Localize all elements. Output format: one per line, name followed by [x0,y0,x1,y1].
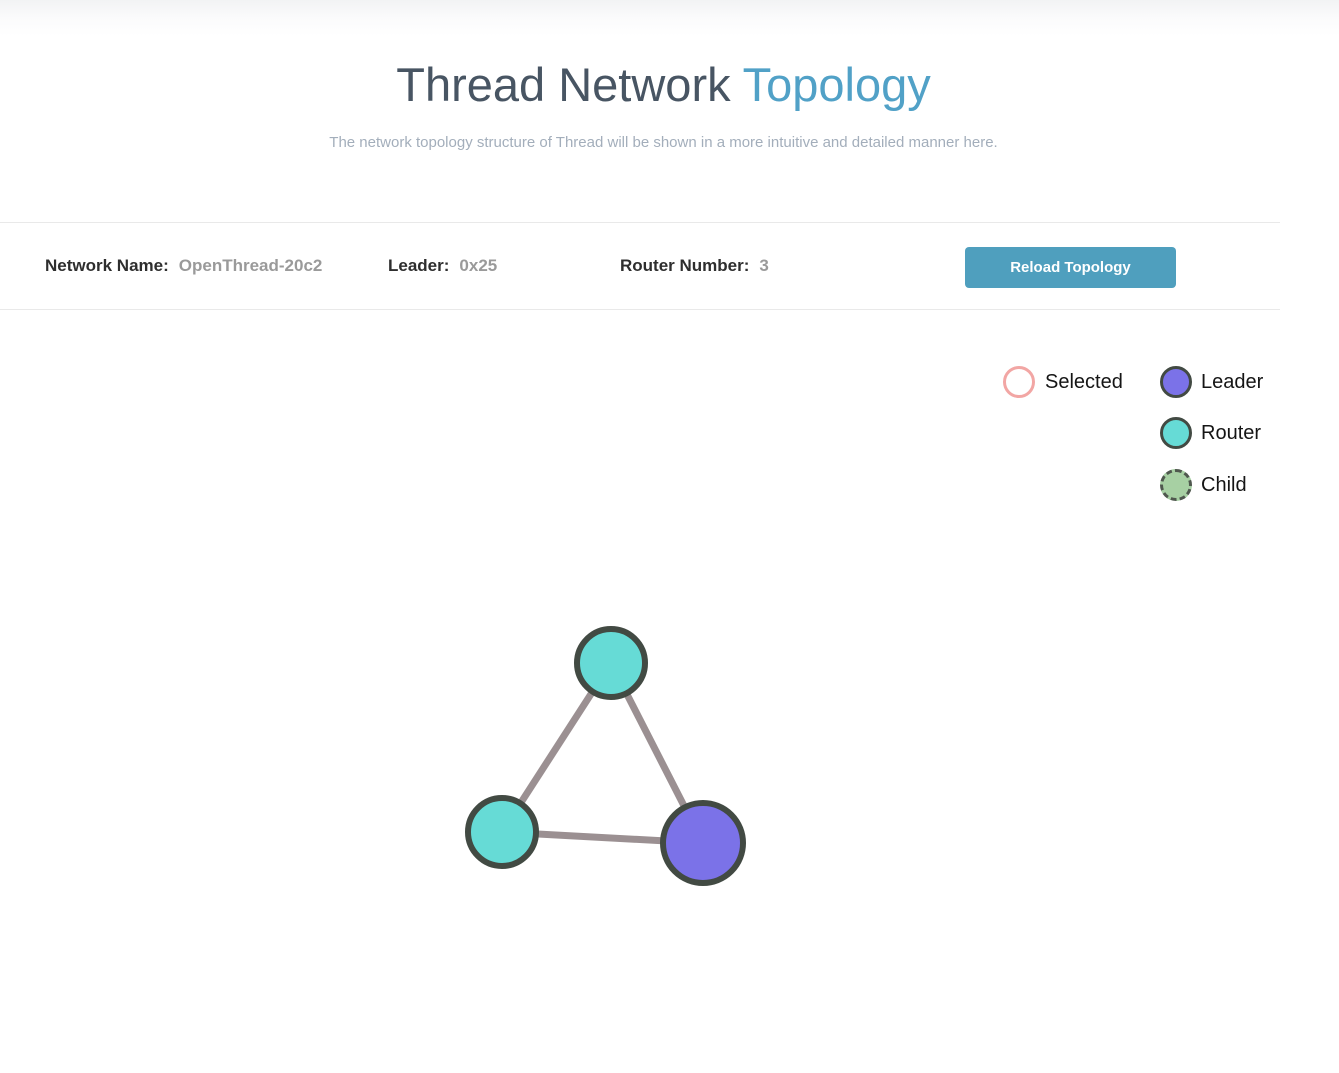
legend-router-swatch [1160,417,1192,449]
page-title-accent: Topology [742,58,931,111]
legend-child-label: Child [1201,474,1247,496]
network-name-value: OpenThread-20c2 [178,256,323,275]
legend-child-swatch [1160,469,1192,501]
leader-value: 0x25 [459,256,498,275]
router-node[interactable] [465,795,539,869]
network-name-field: Network Name: OpenThread-20c2 [45,256,322,276]
legend-router-label: Router [1201,422,1262,444]
page-subtitle: The network topology structure of Thread… [329,134,998,151]
legend-leader-label: Leader [1201,371,1264,393]
network-name-label: Network Name: [45,256,169,275]
router-number-label: Router Number: [620,256,750,275]
leader-node[interactable] [660,800,746,886]
reload-topology-button[interactable]: Reload Topology [965,247,1176,288]
network-info-bar: Network Name: OpenThread-20c2 Leader: 0x25… [0,222,1280,310]
router-number-value: 3 [759,256,769,275]
leader-label: Leader: [388,256,450,275]
page-title-primary: Thread Network [396,58,731,111]
legend-selected-swatch [1003,366,1035,398]
leader-field: Leader: 0x25 [388,256,497,276]
router-number-field: Router Number: 3 [620,256,769,276]
legend-selected-label: Selected [1045,371,1123,393]
router-node[interactable] [574,626,648,700]
legend-leader-swatch [1160,366,1192,398]
top-gradient [0,0,1339,36]
